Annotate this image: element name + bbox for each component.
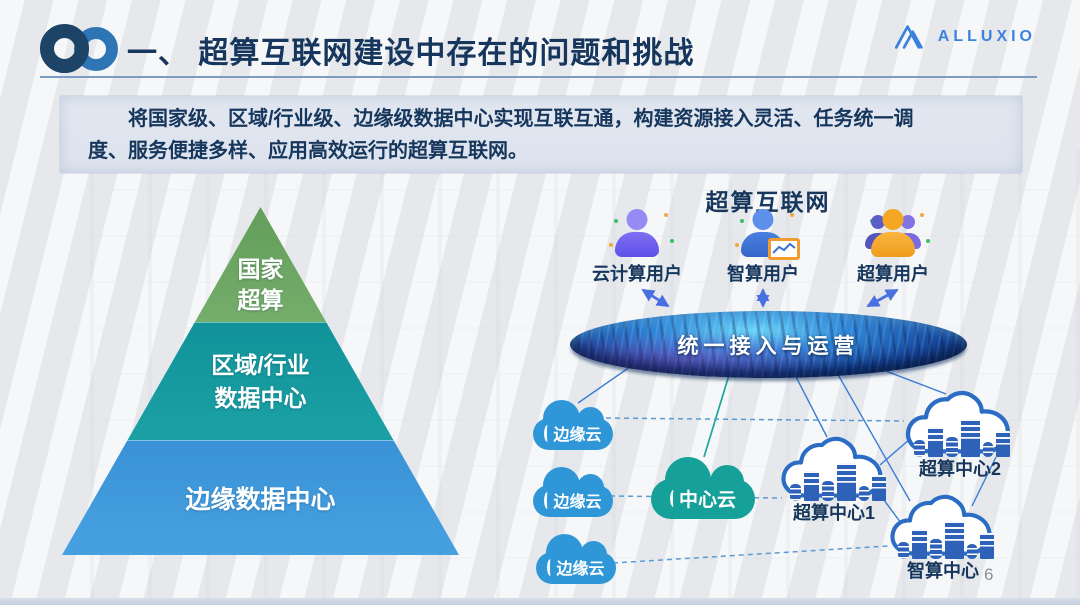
page-number: 6 (984, 565, 994, 584)
datacenter-label: 超算中心2 (918, 459, 1001, 479)
server-rack-icon (914, 419, 1010, 457)
decor-dots (740, 219, 744, 223)
server-tower-icon (837, 463, 856, 501)
pyramid-label-national: 国家 超算 (62, 254, 459, 316)
datacenter-ai: 智算中心 (884, 493, 1002, 583)
user-ai-computing: 智算用户 (708, 209, 818, 286)
intro-line-2: 度、服务便捷多样、应用高效运行的超算互联网。 (88, 140, 528, 162)
unified-access-platform-disc: 统一接入与运营 (570, 311, 967, 378)
pyramid-label-regional: 区域/行业 数据中心 (62, 349, 459, 415)
edge-cloud-text: 边缘云 (553, 427, 602, 444)
cloud-arc-icon (544, 424, 551, 442)
disk-stack-icon (790, 484, 801, 501)
edge-cloud-2: 边缘云 (533, 467, 613, 517)
intro-line-1: 将国家级、区域/行业级、边缘级数据中心实现互联互通，构建资源接入灵活、任务统一调 (128, 108, 914, 130)
cloud-arc-icon (544, 491, 551, 509)
user-cloud-computing: 云计算用户 (582, 209, 692, 286)
disk-stack-icon (967, 544, 977, 559)
disk-stack-icon (946, 437, 958, 457)
center-cloud-text: 中心云 (678, 490, 736, 511)
alluxio-mark-icon (894, 25, 923, 49)
user-body (615, 232, 659, 257)
edge-cloud-3: 边缘云 (536, 534, 616, 584)
server-tower-icon (928, 427, 943, 457)
edge-cloud-label: 边缘云 (533, 421, 613, 445)
pyramid-label-regional-line2: 数据中心 (214, 385, 307, 411)
user-head (752, 209, 774, 230)
user-head (626, 209, 648, 230)
server-rack-icon (790, 463, 886, 501)
server-tower-icon (996, 431, 1010, 457)
disk-stack-icon (822, 481, 834, 501)
user-body (871, 232, 915, 257)
user-hpc: 超算用户 (838, 209, 948, 286)
cloud-body (651, 479, 755, 519)
pyramid-label-edge: 边缘数据中心 (62, 480, 459, 516)
ring-icon-dark (40, 24, 89, 73)
user-label: 云计算用户 (592, 264, 682, 284)
platform-label: 统一接入与运营 (677, 334, 860, 358)
server-tower-icon (945, 521, 964, 559)
datacenter-hpc-2: 超算中心2 (900, 389, 1020, 481)
user-label: 超算用户 (857, 264, 929, 284)
user-head (871, 215, 885, 229)
disk-stack-icon (930, 539, 942, 559)
cloud-arc-icon (547, 558, 554, 576)
datacenter-hpc-1: 超算中心1 (776, 435, 892, 525)
edge-cloud-text: 边缘云 (553, 494, 602, 511)
center-cloud: 中心云 (651, 457, 755, 519)
disk-stack-icon (914, 440, 925, 457)
hpc-user-icon (865, 209, 921, 257)
title-underline (40, 76, 1037, 78)
chart-card-icon (768, 238, 800, 260)
center-cloud-label: 中心云 (651, 485, 755, 512)
alluxio-logo: ALLUXIO (892, 22, 1036, 52)
edge-cloud-label: 边缘云 (533, 488, 613, 512)
datacenter-label: 超算中心1 (792, 503, 875, 523)
intro-textbox: 将国家级、区域/行业级、边缘级数据中心实现互联互通，构建资源接入灵活、任务统一调… (60, 96, 1022, 173)
server-rack-icon (898, 521, 994, 559)
server-tower-icon (961, 419, 980, 457)
cloud-user-icon (612, 209, 662, 257)
decor-dots (614, 219, 618, 223)
pyramid-level-edge (62, 440, 459, 555)
disk-stack-icon (859, 486, 869, 501)
datacenter-label: 智算中心 (907, 561, 979, 581)
edge-cloud-label: 边缘云 (536, 555, 616, 579)
server-tower-icon (912, 529, 927, 559)
edge-cloud-1: 边缘云 (533, 400, 613, 450)
disk-stack-icon (898, 542, 909, 559)
pyramid-label-national-line2: 超算 (237, 287, 284, 313)
user-head (901, 215, 915, 229)
disk-stack-icon (983, 442, 993, 457)
bottom-edge-strip (0, 598, 1080, 605)
ai-user-icon (738, 209, 800, 260)
cloud-arc-icon (669, 490, 677, 507)
server-tower-icon (804, 471, 819, 501)
edge-cloud-text: 边缘云 (556, 561, 605, 578)
page-title: 一、 超算互联网建设中存在的问题和挑战 (127, 37, 695, 70)
pyramid-label-regional-line1: 区域/行业 (211, 352, 310, 378)
pyramid-label-national-line1: 国家 (237, 256, 284, 282)
title-rings-icon (40, 23, 122, 73)
user-label: 智算用户 (727, 264, 799, 284)
alluxio-logo-text: ALLUXIO (937, 28, 1036, 45)
user-head (882, 209, 904, 230)
pyramid-label-edge-line1: 边缘数据中心 (185, 486, 336, 514)
server-tower-icon (980, 533, 994, 559)
